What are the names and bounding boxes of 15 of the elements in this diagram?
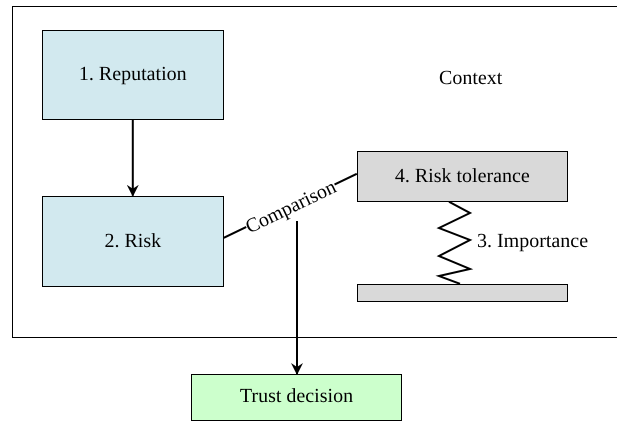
node-label: Trust decision (240, 385, 354, 408)
spring-connector (436, 200, 474, 285)
context-frame (12, 6, 617, 338)
process-box (42, 196, 224, 287)
arrow (126, 120, 139, 197)
node-label: 4. Risk tolerance (394, 164, 530, 188)
process-box (42, 30, 224, 120)
tolerance-box (356, 150, 568, 202)
node-label: 1. Reputation (78, 63, 187, 86)
base-bar (356, 284, 568, 302)
decision-box (191, 374, 402, 421)
node-label: 2. Risk (104, 230, 162, 253)
edge-label: 3. Importance (477, 231, 588, 251)
node-label: Context (439, 67, 502, 90)
arrow (291, 221, 303, 375)
